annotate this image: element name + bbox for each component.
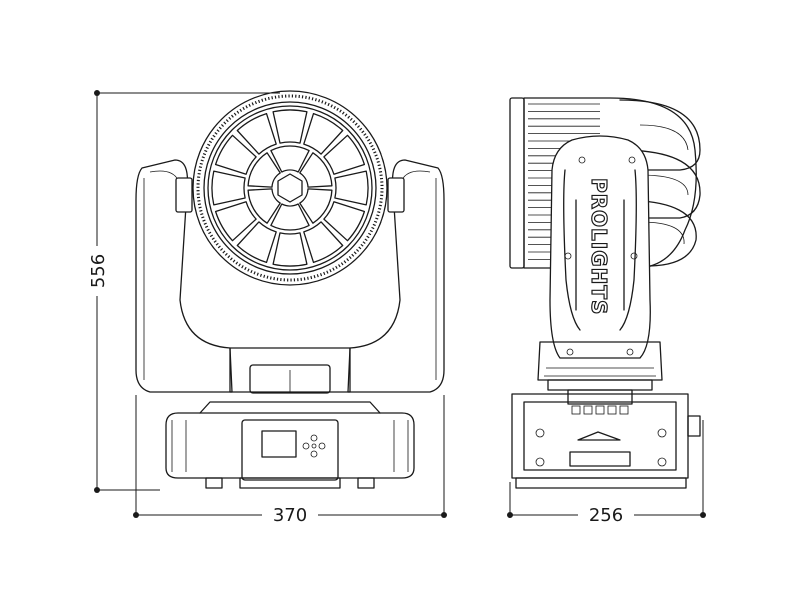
base-body	[165, 412, 415, 479]
outer-lens	[272, 232, 308, 267]
lcd-screen	[261, 430, 297, 458]
head-knurled-ring	[196, 94, 384, 282]
outer-lens	[272, 109, 308, 144]
inner-lens	[299, 152, 333, 188]
vent-slot	[571, 405, 581, 415]
side-view: PROLIGHTS	[509, 97, 701, 489]
inner-lens	[247, 152, 281, 188]
outer-lens	[214, 134, 257, 175]
outer-ring-lenses	[211, 109, 369, 267]
side-base-body	[511, 393, 689, 479]
yoke-side-arm	[549, 135, 651, 359]
outer-lens	[214, 201, 257, 242]
width-label: 370	[273, 505, 307, 526]
outer-lens	[323, 201, 366, 242]
inner-lens	[270, 203, 310, 231]
inner-lens	[299, 188, 333, 224]
inner-lens	[247, 188, 281, 224]
inner-ring-lenses	[247, 145, 333, 231]
outer-lens	[303, 221, 344, 264]
vent-slot	[619, 405, 629, 415]
inner-lens	[270, 145, 310, 173]
tilt-bearing-left	[175, 177, 193, 213]
yoke-center-block	[229, 347, 351, 393]
outer-lens	[303, 112, 344, 155]
head-bezel	[203, 101, 377, 275]
base-foot-center	[239, 477, 341, 489]
width-dimension: 370	[133, 395, 447, 528]
head-front-face	[509, 97, 525, 269]
head-heatsink	[523, 97, 697, 269]
vent-slot	[607, 405, 617, 415]
vent-slot	[595, 405, 605, 415]
side-base-vents	[571, 405, 629, 415]
front-view	[135, 90, 445, 489]
control-buttons	[302, 434, 326, 458]
pan-bearing	[537, 341, 663, 381]
base-foot-left	[205, 477, 223, 489]
base-display-panel	[241, 419, 339, 481]
vent-slot	[583, 405, 593, 415]
outer-lens	[334, 170, 369, 206]
outer-lens	[236, 112, 277, 155]
height-dimension: 556	[86, 90, 280, 493]
side-connector	[687, 415, 701, 437]
outer-lens	[236, 221, 277, 264]
depth-label: 256	[589, 505, 623, 526]
brand-label: PROLIGHTS	[587, 178, 611, 315]
depth-dimension: 256	[507, 420, 706, 528]
head-outer-ring	[192, 90, 388, 286]
lens-array	[211, 109, 369, 267]
base-foot-right	[357, 477, 375, 489]
outer-lens	[323, 134, 366, 175]
outer-lens	[211, 170, 246, 206]
tilt-bearing-right	[387, 177, 405, 213]
center-hex-lens	[277, 173, 303, 203]
height-label: 556	[88, 254, 109, 288]
lens-plate	[207, 105, 373, 271]
